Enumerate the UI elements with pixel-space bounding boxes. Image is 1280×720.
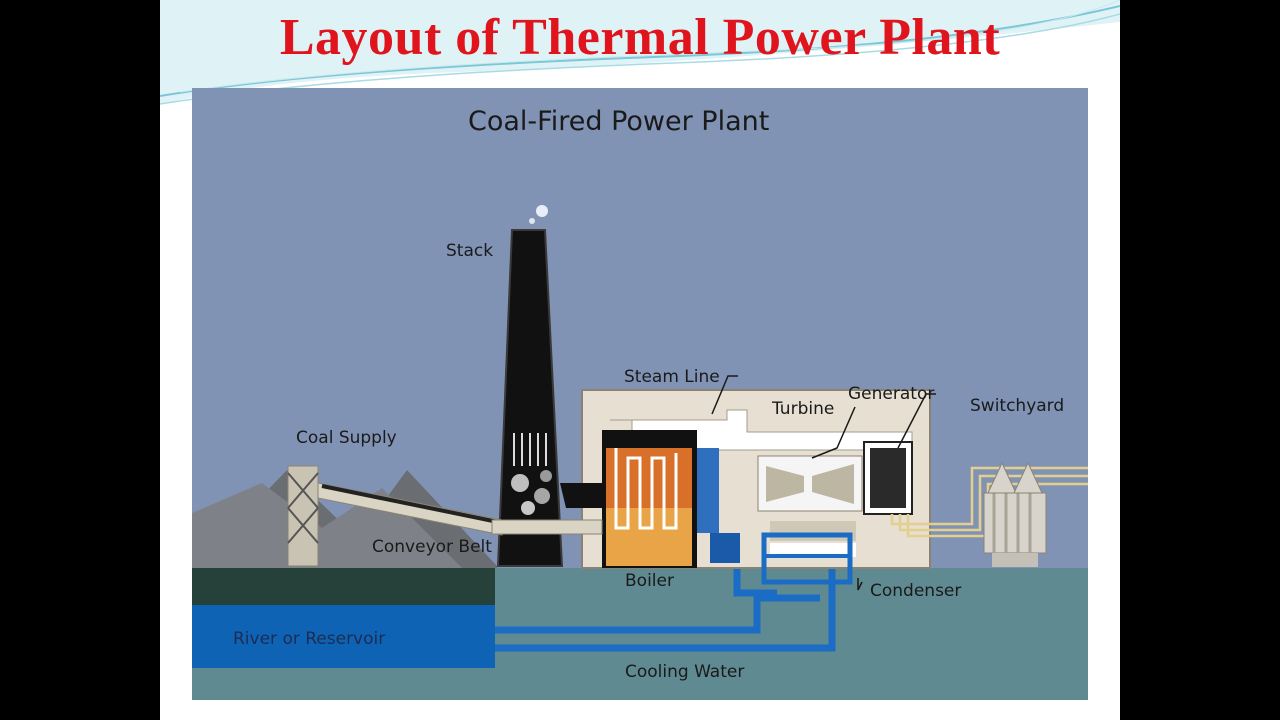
- boiler: [602, 430, 740, 568]
- embankment: [192, 568, 495, 605]
- river-reservoir: [192, 605, 495, 668]
- condenser: [761, 532, 853, 585]
- switchyard-transformer: [983, 461, 1047, 567]
- label-river-reservoir: River or Reservoir: [233, 629, 385, 649]
- label-conveyor-belt: Conveyor Belt: [372, 537, 492, 557]
- label-coal-supply: Coal Supply: [296, 428, 397, 448]
- label-boiler: Boiler: [625, 571, 674, 591]
- label-stack: Stack: [446, 241, 493, 261]
- label-steam-line: Steam Line: [624, 367, 720, 387]
- turbine: [757, 455, 863, 557]
- stack: [496, 205, 602, 567]
- label-condenser: Condenser: [870, 581, 961, 601]
- slide-title: Layout of Thermal Power Plant: [279, 9, 1001, 66]
- leader-lines: [711, 375, 936, 591]
- slide-header-swoosh: [160, 0, 1120, 105]
- label-generator: Generator: [848, 384, 934, 404]
- label-cooling-water: Cooling Water: [625, 662, 744, 682]
- conveyor-belt: [287, 465, 603, 567]
- label-turbine: Turbine: [771, 399, 834, 419]
- generator: [863, 441, 913, 515]
- power-plant-diagram: Coal-Fired Power Plant Stack Steam Line …: [192, 88, 1088, 700]
- diagram-title: Coal-Fired Power Plant: [468, 106, 769, 137]
- label-switchyard: Switchyard: [970, 396, 1064, 416]
